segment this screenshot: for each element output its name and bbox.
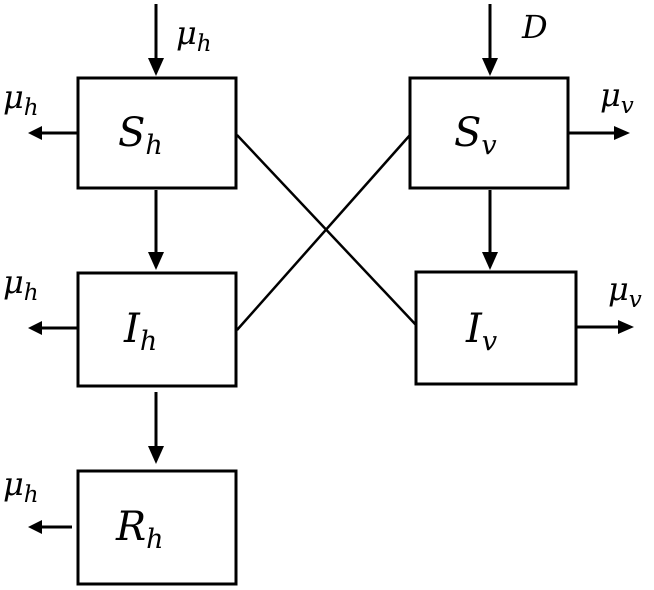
box-rh [76, 469, 238, 586]
rate-label-sv-out: μv [600, 76, 634, 119]
arrow-inflow-sv [482, 4, 498, 76]
node-label-sv: Sv [454, 110, 497, 161]
arrow-ih-to-rh [148, 392, 164, 464]
arrow-outflow-ih [28, 321, 78, 335]
rate-label-sv-in: D [521, 8, 548, 46]
rate-label-sh-out: μh [3, 78, 39, 121]
arrow-outflow-iv [576, 320, 634, 334]
rate-label-sh-in: μh [176, 14, 212, 57]
rate-label-rh-out: μh [3, 465, 39, 508]
edge-ih-to-sv [236, 134, 411, 331]
arrow-outflow-sv [568, 126, 630, 140]
arrow-inflow-sh [148, 4, 164, 76]
arrow-sh-to-ih [148, 190, 164, 270]
node-label-sh: Sh [118, 110, 163, 161]
box-ih [76, 271, 238, 388]
node-label-iv: Iv [465, 306, 497, 357]
arrow-sv-to-iv [482, 190, 498, 270]
node-label-rh: Rh [115, 504, 164, 555]
arrow-outflow-rh [28, 520, 72, 534]
box-sv [408, 76, 570, 190]
arrow-outflow-sh [28, 126, 78, 140]
rate-label-iv-out: μv [608, 270, 642, 313]
rate-label-ih-out: μh [3, 263, 39, 306]
node-label-ih: Ih [123, 306, 157, 357]
